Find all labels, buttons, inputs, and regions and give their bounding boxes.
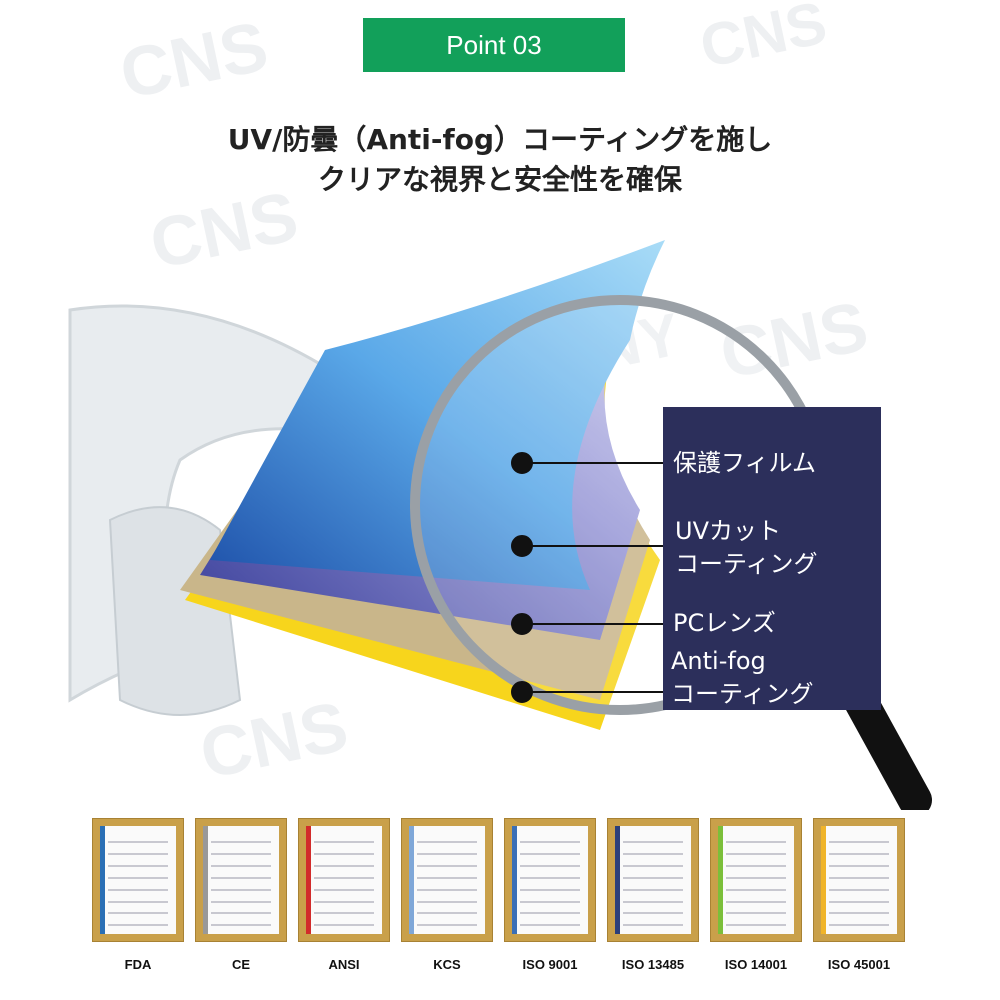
layer-label-sub: コーティング bbox=[671, 680, 814, 708]
certificate-document bbox=[409, 826, 485, 934]
certificate-accent bbox=[409, 826, 414, 934]
certificate-document bbox=[821, 826, 897, 934]
certificate-frame bbox=[401, 818, 493, 942]
certificate-frame bbox=[298, 818, 390, 942]
certificate-frame bbox=[92, 818, 184, 942]
watermark: CNS bbox=[113, 6, 275, 114]
layer-label: 保護フィルム bbox=[673, 449, 817, 477]
certificate-accent bbox=[615, 826, 620, 934]
headline-line1: UV/防曇（Anti-fog）コーティングを施し bbox=[227, 123, 773, 156]
certificate-frame bbox=[195, 818, 287, 942]
certificate-accent bbox=[718, 826, 723, 934]
certificate-label: CE bbox=[231, 957, 251, 972]
layer-label: PCレンズ bbox=[673, 609, 776, 637]
layer-label: UVカット bbox=[675, 517, 781, 545]
certificate-document bbox=[615, 826, 691, 934]
certificate-label: ISO 14001 bbox=[724, 957, 788, 972]
certificate-label: FDA bbox=[124, 957, 152, 972]
watermark: CNS bbox=[694, 0, 833, 81]
certificate-frame bbox=[813, 818, 905, 942]
certificate-document bbox=[718, 826, 794, 934]
certificate-frame bbox=[710, 818, 802, 942]
layer-label: Anti-fog bbox=[671, 647, 766, 675]
certificate-label: ISO 13485 bbox=[621, 957, 685, 972]
certificate-label: ISO 45001 bbox=[827, 957, 891, 972]
certificate-accent bbox=[821, 826, 826, 934]
certificate-label: ANSI bbox=[328, 957, 360, 972]
certificate-document bbox=[512, 826, 588, 934]
headline-line2: クリアな視界と安全性を確保 bbox=[317, 163, 682, 196]
certificate-frame bbox=[607, 818, 699, 942]
certificate-accent bbox=[100, 826, 105, 934]
certificate-accent bbox=[512, 826, 517, 934]
certificate-document bbox=[100, 826, 176, 934]
layer-label-sub: コーティング bbox=[675, 550, 818, 578]
magnifier-handle bbox=[843, 683, 932, 810]
certificate-document bbox=[203, 826, 279, 934]
certificate-accent bbox=[203, 826, 208, 934]
layer-label-panel: 保護フィルム UVカット コーティング PCレンズ Anti-fog コーティン… bbox=[663, 407, 881, 710]
certificate-label: ISO 9001 bbox=[522, 957, 578, 972]
certificate-document bbox=[306, 826, 382, 934]
point-banner: Point 03 bbox=[363, 18, 625, 72]
certificate-label: KCS bbox=[433, 957, 461, 972]
certificate-accent bbox=[306, 826, 311, 934]
certificate-frame bbox=[504, 818, 596, 942]
